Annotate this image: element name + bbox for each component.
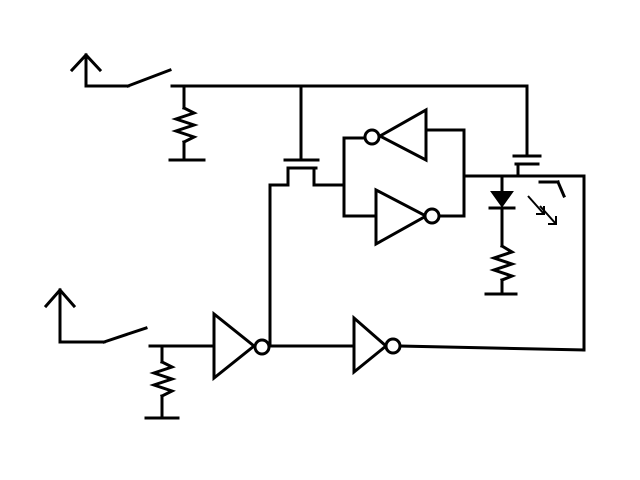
transistor-right bbox=[512, 84, 542, 178]
latch-inverter-top bbox=[363, 107, 428, 163]
resistor-1 bbox=[168, 84, 206, 162]
inverter-output bbox=[352, 314, 402, 376]
latch-wires bbox=[342, 128, 586, 218]
inverter-input bbox=[212, 310, 271, 382]
switch-1 bbox=[69, 52, 172, 88]
latch-inverter-bottom bbox=[374, 187, 441, 247]
transistor-left bbox=[268, 84, 346, 187]
switch-2 bbox=[43, 287, 148, 344]
led bbox=[488, 174, 566, 248]
output-wire bbox=[398, 344, 586, 352]
resistor-2 bbox=[144, 344, 180, 420]
resistor-3 bbox=[484, 243, 518, 296]
